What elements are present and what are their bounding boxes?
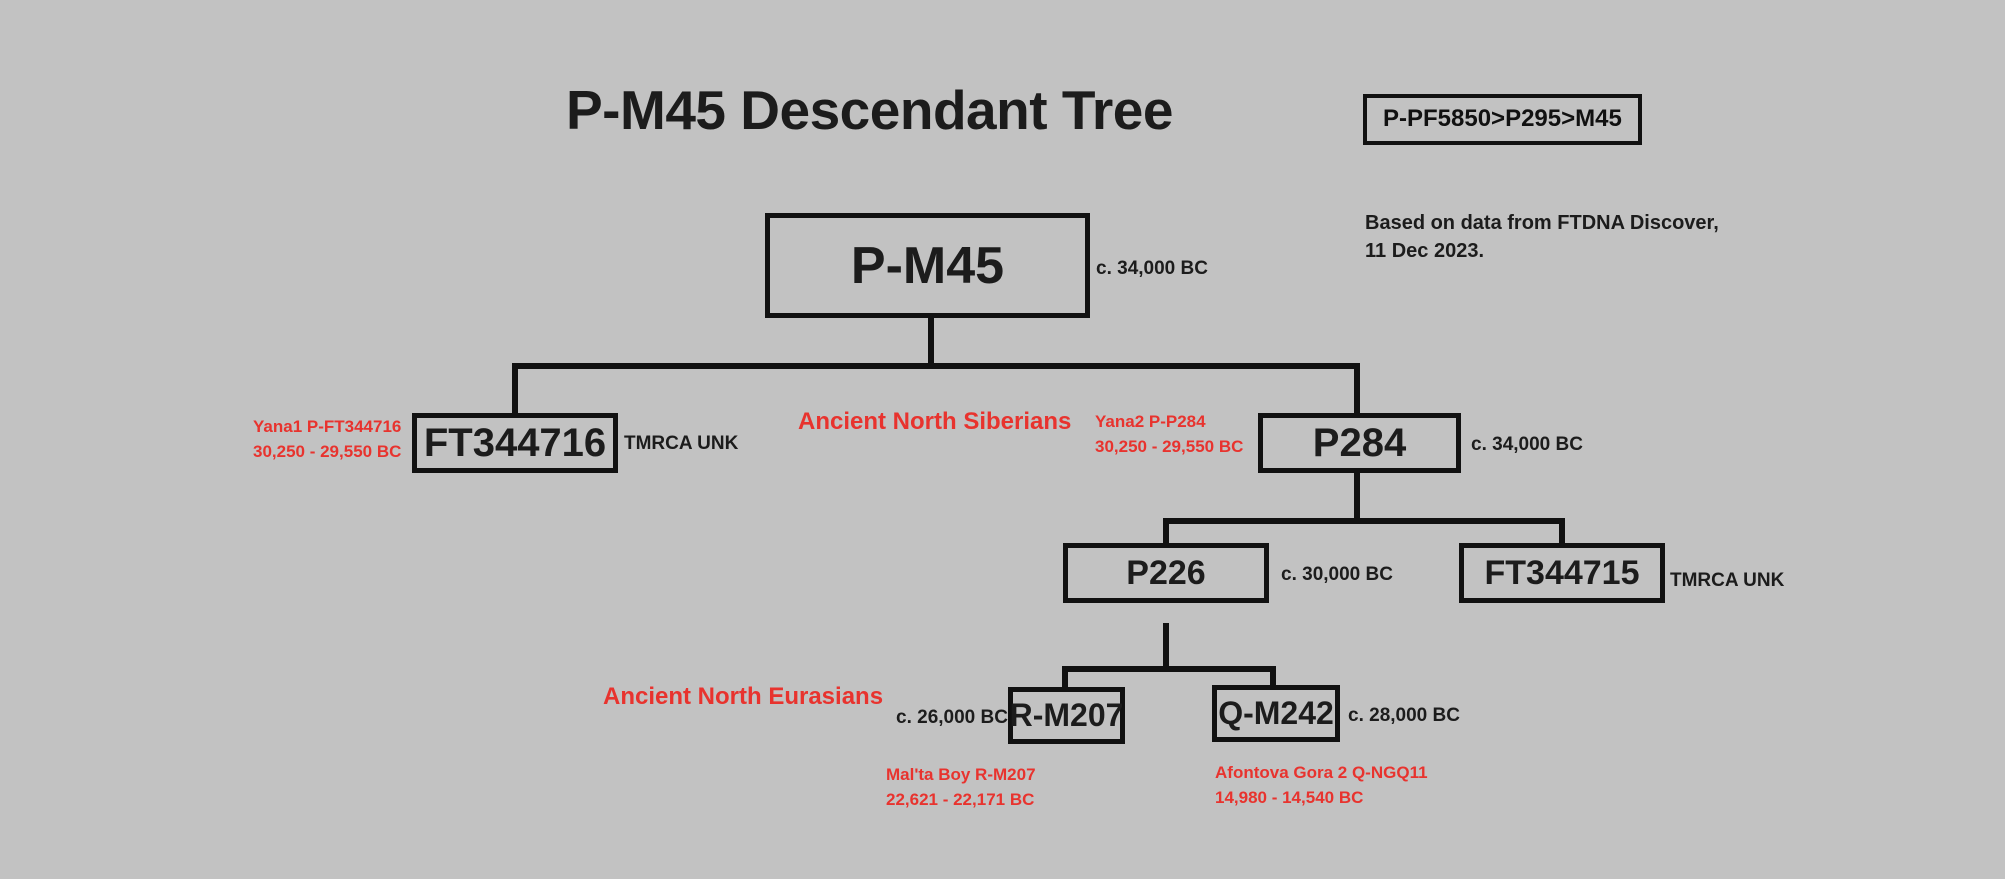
node-p-m45-label: P-M45 (850, 236, 1005, 295)
node-p226-label: P226 (1126, 553, 1206, 592)
node-r-m207[interactable]: R-M207 (1008, 687, 1125, 744)
node-p226[interactable]: P226 (1063, 543, 1269, 603)
node-p226-date: c. 30,000 BC (1281, 564, 1393, 585)
node-ft344715-date: TMRCA UNK (1670, 570, 1785, 591)
connector-drop-p284 (1354, 363, 1360, 417)
connector-drop-ft344716 (512, 363, 518, 417)
node-p-m45-date: c. 34,000 BC (1096, 258, 1208, 279)
node-ft344716[interactable]: FT344716 (412, 413, 618, 473)
connector-level2-bar (1163, 518, 1565, 524)
node-q-m242[interactable]: Q-M242 (1212, 685, 1340, 742)
connector-level1-bar (512, 363, 1360, 369)
page-title: P-M45 Descendant Tree (566, 79, 1173, 141)
node-q-m242-label: Q-M242 (1218, 695, 1334, 731)
sample-yana1-line1: Yana1 P-FT344716 (253, 417, 402, 436)
node-ft344715-label: FT344715 (1484, 553, 1640, 592)
node-p284-date: c. 34,000 BC (1471, 434, 1583, 455)
group-label-ancient-north-siberians: Ancient North Siberians (798, 408, 1072, 435)
sample-yana2-line1: Yana2 P-P284 (1095, 412, 1206, 431)
node-p284-label: P284 (1312, 420, 1407, 465)
group-label-ancient-north-eurasians: Ancient North Eurasians (603, 683, 884, 710)
node-ft344716-date: TMRCA UNK (624, 433, 739, 454)
node-p-m45[interactable]: P-M45 (765, 213, 1090, 318)
node-r-m207-date: c. 26,000 BC (896, 707, 1008, 728)
connector-p226-stem (1163, 623, 1169, 668)
haplogroup-path-badge: P-PF5850>P295>M45 (1363, 94, 1642, 146)
sample-malta-line1: Mal'ta Boy R-M207 (886, 765, 1036, 784)
credit-line-1: Based on data from FTDNA Discover, (1365, 212, 1719, 234)
node-r-m207-label: R-M207 (1009, 697, 1124, 733)
sample-afontova-line1: Afontova Gora 2 Q-NGQ11 (1215, 763, 1428, 782)
sample-yana2-line2: 30,250 - 29,550 BC (1095, 437, 1244, 456)
node-ft344716-label: FT344716 (423, 420, 607, 465)
credit-line-2: 11 Dec 2023. (1365, 240, 1484, 262)
node-q-m242-date: c. 28,000 BC (1348, 705, 1460, 726)
sample-yana1-line2: 30,250 - 29,550 BC (253, 442, 402, 461)
node-p284[interactable]: P284 (1258, 413, 1461, 473)
sample-malta-line2: 22,621 - 22,171 BC (886, 790, 1035, 809)
sample-afontova-line2: 14,980 - 14,540 BC (1215, 788, 1364, 807)
connector-root-stem (928, 318, 934, 365)
connector-level3-bar (1062, 666, 1276, 672)
node-ft344715[interactable]: FT344715 (1459, 543, 1665, 603)
connector-p284-stem (1354, 473, 1360, 520)
